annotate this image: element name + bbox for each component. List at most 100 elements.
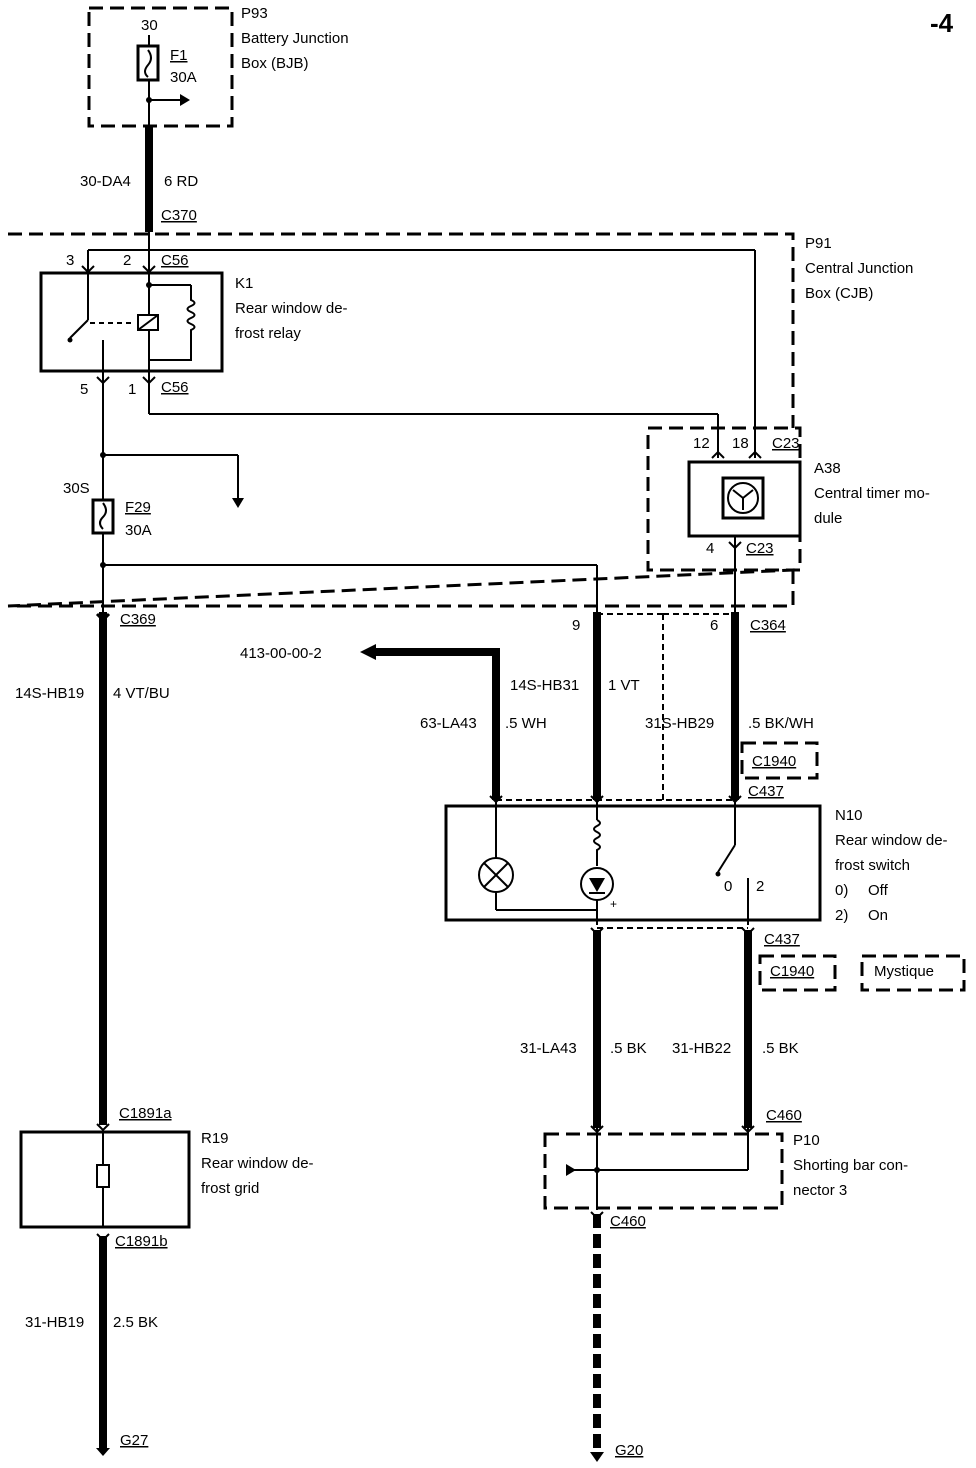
cjb-pin-2: 2 (123, 252, 131, 269)
ground-g27-icon (96, 1448, 110, 1456)
wire-gnd-b-spec: .5 BK (762, 1040, 799, 1057)
bjb-name-2: Box (BJB) (241, 55, 309, 72)
wire-gnd-b-circuit: 31-HB22 (672, 1040, 731, 1057)
timer-name-2: dule (814, 510, 842, 527)
battery-junction-box: 30 F1 30A P93 Battery Junction Box (BJB) (87, 5, 349, 128)
relay-id: K1 (235, 275, 253, 292)
wire-left-circuit: 14S-HB19 (15, 685, 84, 702)
switch-id: N10 (835, 807, 863, 824)
defrost-switch-n10: + 0 2 N10 Rear window de- frost switch 0… (444, 795, 948, 925)
timer-icon-frame (721, 476, 765, 520)
switch-state-2-label: On (868, 907, 888, 924)
variant-label: Mystique (874, 963, 934, 980)
grid-id: R19 (201, 1130, 229, 1147)
connector-c1940-top: C1940 (752, 753, 796, 770)
page-number: -4 (930, 8, 954, 38)
shorting-bar-id: P10 (793, 1132, 820, 1149)
connector-c23-bottom: C23 (746, 540, 774, 557)
wire-mid-b-circuit: 63-LA43 (420, 715, 477, 732)
ground-g27: G27 (120, 1432, 148, 1449)
bjb-boundary (87, 6, 234, 128)
wire-grid-gnd-spec: 2.5 BK (113, 1314, 158, 1331)
connector-c1940-bottom: C1940 (770, 963, 814, 980)
wire-mid-a-spec: 1 VT (608, 677, 640, 694)
connector-c56-top: C56 (161, 252, 189, 269)
cjb-pin-1: 1 (128, 381, 136, 398)
cjb-id: P91 (805, 235, 832, 252)
timer-pin-18: 18 (732, 435, 749, 452)
connector-c460-bottom: C460 (610, 1213, 646, 1230)
ref-arrow (360, 644, 376, 660)
cjb-pin-5: 5 (80, 381, 88, 398)
timer-boundary (646, 426, 802, 572)
wire-top-circuit: 30-DA4 (80, 173, 131, 190)
ground-g20: G20 (615, 1442, 643, 1459)
fuse-f1-id: F1 (170, 47, 188, 64)
timer-name-1: Central timer mo- (814, 485, 930, 502)
grid-name-1: Rear window de- (201, 1155, 314, 1172)
resistor-icon (593, 819, 601, 866)
shorting-bar-name-1: Shorting bar con- (793, 1157, 908, 1174)
connector-c23-top: C23 (772, 435, 800, 452)
switch-name-1: Rear window de- (835, 832, 948, 849)
bjb-pin-30: 30 (141, 17, 158, 34)
relay-name-1: Rear window de- (235, 300, 348, 317)
wire-right-spec: .5 BK/WH (748, 715, 814, 732)
switch-box (444, 804, 822, 922)
clock-icon (727, 482, 759, 514)
cjb-node-30s: 30S (63, 480, 90, 497)
connector-c369: C369 (120, 611, 156, 628)
ground-g20-icon (590, 1452, 604, 1462)
wire-63-la43 (376, 648, 500, 800)
switch-state-0: 0) (835, 882, 848, 899)
shorting-bar-name-2: nector 3 (793, 1182, 847, 1199)
connector-c1891b: C1891b (115, 1233, 168, 1250)
defrost-grid-r19: C1891a R19 Rear window de- frost grid C1… (19, 1105, 314, 1250)
switch-contact (717, 844, 736, 873)
grid-element-icon (96, 1164, 110, 1188)
connector-c1940-top-box (740, 741, 819, 780)
wire-gnd-a-circuit: 31-LA43 (520, 1040, 577, 1057)
cjb-pin-6: 6 (710, 617, 718, 634)
connector-c370: C370 (161, 207, 197, 224)
wire-ref: 413-00-00-2 (240, 645, 322, 662)
wire-right-circuit: 31S-HB29 (645, 715, 714, 732)
led-polarity: + (610, 897, 617, 911)
timer-pin-12: 12 (693, 435, 710, 452)
fuse-f29-id: F29 (125, 499, 151, 516)
wire-grid-gnd-circuit: 31-HB19 (25, 1314, 84, 1331)
cjb-pin-9: 9 (572, 617, 580, 634)
connector-c460-top: C460 (766, 1107, 802, 1124)
wire-gnd-a-spec: .5 BK (610, 1040, 647, 1057)
connector-c1940-bottom-box (758, 954, 837, 992)
central-timer-module: 12 18 C23 A38 Central timer mo- dule 4 C… (646, 426, 930, 612)
bjb-name-1: Battery Junction (241, 30, 349, 47)
timer-pin-4: 4 (706, 540, 714, 557)
timer-box (687, 460, 802, 538)
relay-contact (69, 319, 89, 339)
timer-id: A38 (814, 460, 841, 477)
bjb-id: P93 (241, 5, 268, 22)
switch-name-2: frost switch (835, 857, 910, 874)
relay-suppressor (149, 285, 196, 361)
grid-box (19, 1130, 191, 1229)
fuse-f29-rating: 30A (125, 522, 152, 539)
cjb-name-1: Central Junction (805, 260, 913, 277)
wire-left-spec: 4 VT/BU (113, 685, 170, 702)
cjb-boundary (7, 232, 795, 608)
bjb-branch-arrow (180, 94, 190, 106)
wire-mid-a-circuit: 14S-HB31 (510, 677, 579, 694)
switch-state-2: 2) (835, 907, 848, 924)
grid-name-2: frost grid (201, 1180, 259, 1197)
central-junction-box: P91 Central Junction Box (CJB) 3 2 C56 K… (7, 232, 913, 612)
connector-c437-bottom: C437 (764, 931, 800, 948)
wire-top-spec: 6 RD (164, 173, 198, 190)
relay-name-2: frost relay (235, 325, 301, 342)
connector-c364: C364 (750, 617, 786, 634)
connector-c1891a: C1891a (119, 1105, 172, 1122)
connector-c56-bottom: C56 (161, 379, 189, 396)
variant-box (860, 954, 966, 992)
cjb-name-2: Box (CJB) (805, 285, 873, 302)
connector-c437-top: C437 (748, 783, 784, 800)
